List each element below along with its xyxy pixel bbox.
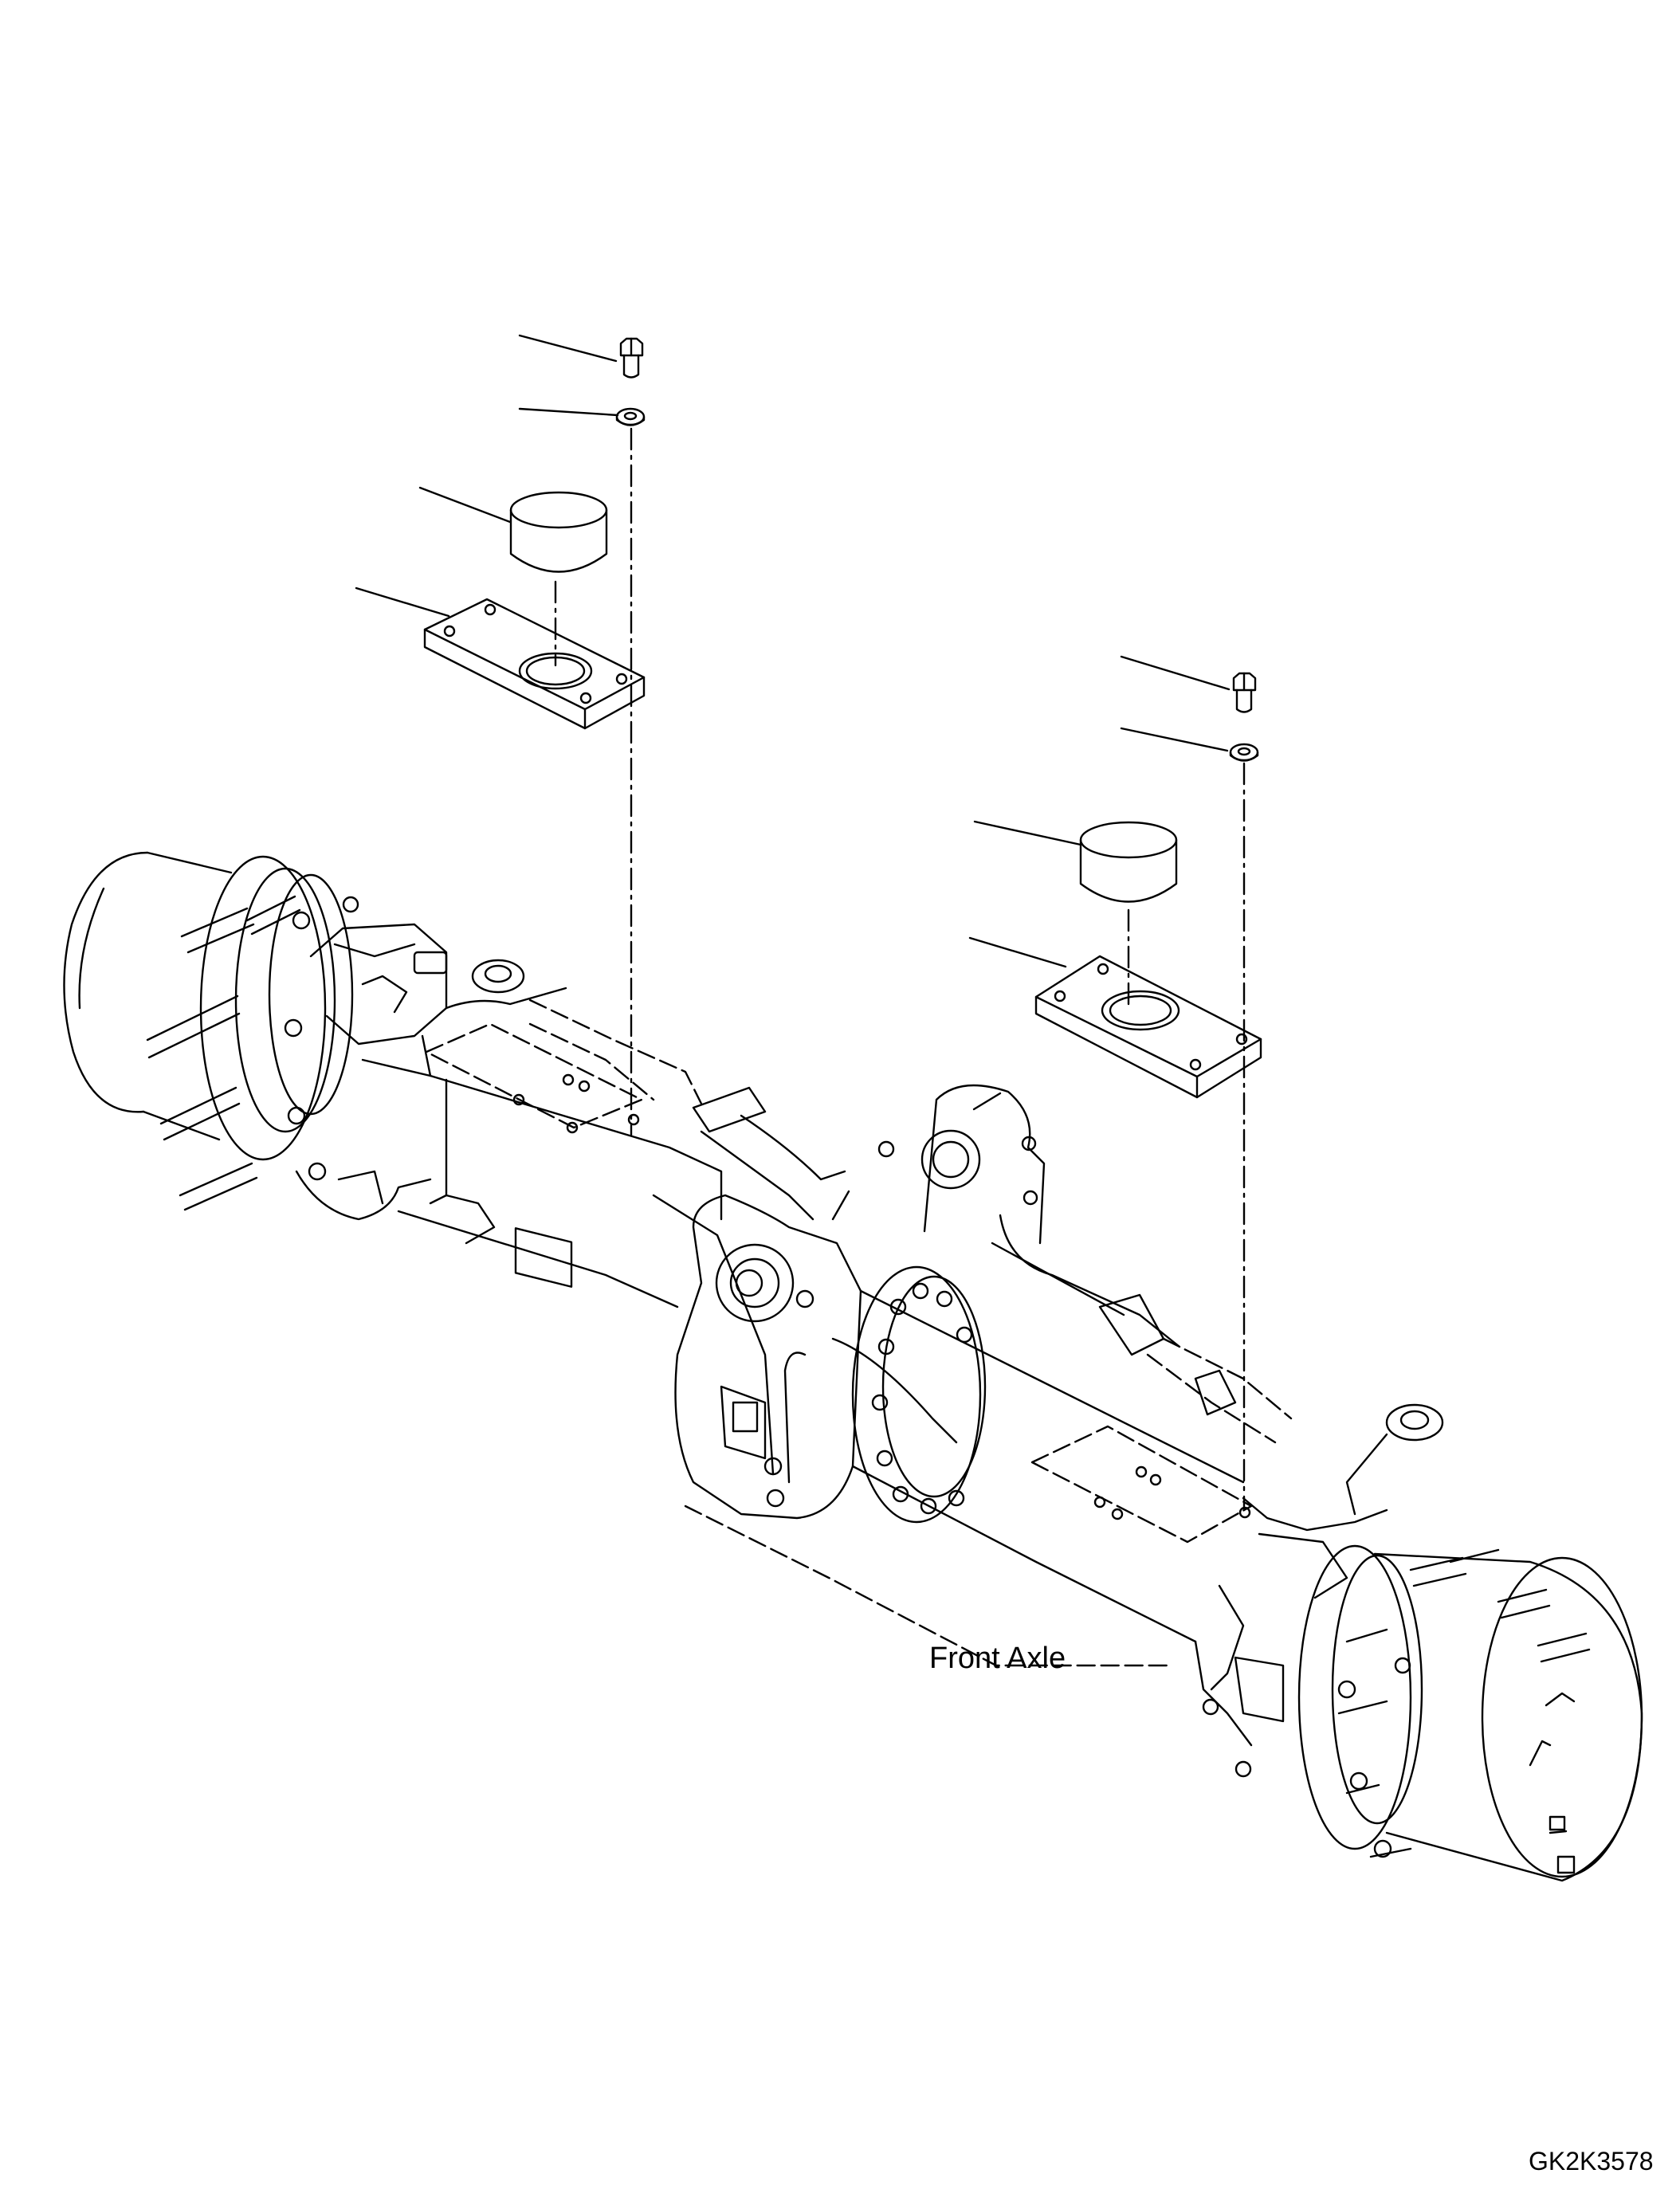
- washer-left: [617, 409, 644, 426]
- leader-line-bolt-left: [520, 335, 616, 361]
- left-hub-studs: [147, 896, 300, 1210]
- drawing-number: GK2K3578: [1529, 2147, 1654, 2175]
- mounting-plate-right: [1036, 956, 1261, 1097]
- leader-line-washer-right: [1121, 728, 1227, 751]
- bolt-left: [621, 339, 642, 378]
- mounting-plate-left: [425, 599, 644, 728]
- left-hub-drum: [64, 853, 231, 1140]
- right-drive-shaft: [992, 1215, 1291, 1442]
- left-axle-housing: [363, 1036, 721, 1307]
- front-axle-assembly: [64, 853, 1642, 1881]
- right-hub-flange: [1299, 1546, 1589, 1857]
- leader-line-cap-left: [420, 488, 510, 522]
- right-hub-studs: [1339, 1550, 1589, 1857]
- leader-line-washer-left: [520, 409, 618, 415]
- left-knuckle: [296, 924, 446, 1219]
- right-knuckle: [1195, 1405, 1443, 1776]
- center-differential: [833, 1085, 1044, 1243]
- left-mount-pad-outline: [426, 1024, 642, 1132]
- leader-line-bolt-right: [1121, 657, 1229, 689]
- center-differential-front: [676, 1195, 862, 1518]
- right-exploded-stack: [970, 657, 1261, 1510]
- stopper-cap-left: [511, 492, 606, 572]
- leader-line-plate-left: [356, 588, 449, 616]
- bolt-right: [1234, 673, 1255, 712]
- leader-line-plate-right: [970, 938, 1066, 967]
- leader-line-cap-right: [975, 822, 1081, 845]
- sensor-wire: [654, 1195, 956, 1474]
- right-hub-drum: [1375, 1554, 1642, 1881]
- washer-right: [1231, 744, 1258, 761]
- differential-ring-flange: [853, 1267, 985, 1522]
- left-exploded-stack: [356, 335, 644, 1136]
- left-drive-shaft: [530, 1000, 845, 1219]
- stopper-cap-right: [1081, 822, 1176, 902]
- front-axle-caption: Front Axle: [929, 1642, 1066, 1675]
- right-mount-pad-outline: [1032, 1426, 1251, 1542]
- left-steering-arm: [446, 960, 566, 1008]
- left-hub-flange: [147, 857, 358, 1210]
- right-axle-housing: [685, 1291, 1243, 1665]
